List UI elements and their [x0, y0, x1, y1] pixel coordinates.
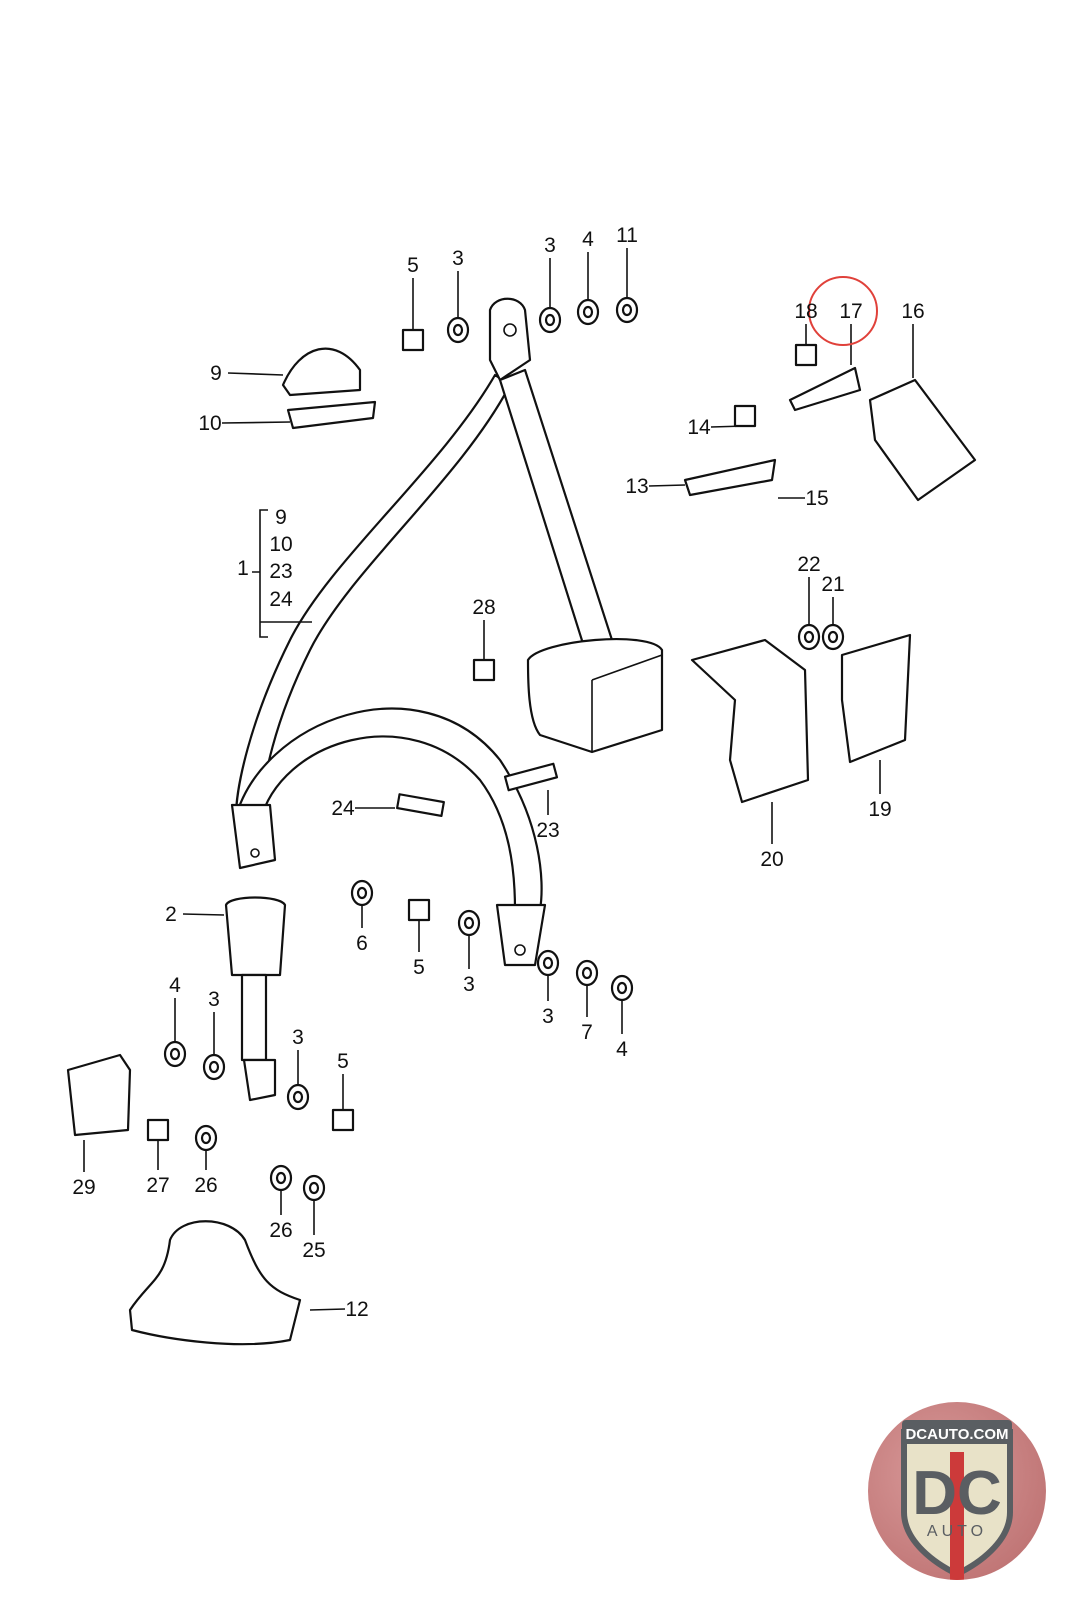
callout-label-14: 14 — [687, 416, 711, 439]
callout-label-9: 9 — [275, 506, 287, 529]
callout-label-5: 5 — [413, 956, 425, 979]
callout-label-3: 3 — [292, 1026, 304, 1049]
washer-part-3 — [544, 313, 556, 327]
bolt-part-5 — [331, 1108, 355, 1132]
washer-part-25 — [308, 1181, 320, 1195]
highlight-circle-part-17 — [808, 276, 878, 346]
leader-line — [648, 484, 686, 487]
washer-part-4 — [169, 1047, 181, 1061]
callout-label-3: 3 — [544, 234, 556, 257]
washer-part-22 — [803, 630, 815, 644]
washer-part-6 — [356, 886, 368, 900]
callout-label-29: 29 — [72, 1176, 95, 1199]
callout-label-11: 11 — [616, 224, 638, 247]
washer-part-3 — [208, 1060, 220, 1074]
callout-label-26: 26 — [194, 1174, 217, 1197]
washer-part-3 — [292, 1090, 304, 1104]
washer-part-3 — [452, 323, 464, 337]
callout-label-16: 16 — [901, 300, 924, 323]
callout-label-13: 13 — [625, 475, 648, 498]
washer-part-4 — [616, 981, 628, 995]
callout-label-3: 3 — [542, 1005, 554, 1028]
callout-label-27: 27 — [146, 1174, 169, 1197]
callout-label-12: 12 — [345, 1298, 368, 1321]
callout-label-23: 23 — [269, 560, 292, 583]
logo-sub-text: AUTO — [927, 1523, 987, 1540]
callout-label-21: 21 — [821, 573, 844, 596]
callout-label-3: 3 — [452, 247, 464, 270]
washer-part-7 — [581, 966, 593, 980]
callout-label-23: 23 — [536, 819, 559, 842]
belt-assembly — [66, 248, 977, 1346]
logo-letters: DC — [912, 1459, 1002, 1528]
callout-label-4: 4 — [616, 1038, 628, 1061]
callout-label-3: 3 — [208, 988, 220, 1011]
bolt-part-5 — [401, 328, 425, 352]
callout-label-24: 24 — [331, 797, 355, 820]
leader-line — [182, 913, 225, 916]
callout-label-18: 18 — [794, 300, 817, 323]
bolt-part-28 — [472, 658, 496, 682]
callout-label-5: 5 — [407, 254, 419, 277]
callout-label-28: 28 — [472, 596, 495, 619]
callout-label-20: 20 — [760, 848, 783, 871]
washer-part-4 — [582, 305, 594, 319]
callout-label-3: 3 — [463, 973, 475, 996]
bolt-part-14 — [733, 404, 757, 428]
callout-label-10: 10 — [198, 412, 221, 435]
callout-label-2: 2 — [165, 903, 177, 926]
leader-line — [710, 425, 746, 428]
callout-label-1: 1 — [237, 557, 249, 580]
callout-label-6: 6 — [356, 932, 368, 955]
callout-label-4: 4 — [169, 974, 181, 997]
callout-label-26: 26 — [269, 1219, 292, 1242]
leader-line — [309, 1308, 346, 1311]
dcauto-watermark-logo: DCAUTO.COM DC AUTO — [868, 1402, 1046, 1580]
washer-part-26 — [200, 1131, 212, 1145]
callout-label-9: 9 — [210, 362, 222, 385]
callout-label-19: 19 — [868, 798, 891, 821]
callout-label-15: 15 — [805, 487, 828, 510]
washer-part-3 — [542, 956, 554, 970]
logo-site-text: DCAUTO.COM — [905, 1426, 1008, 1443]
washer-part-21 — [827, 630, 839, 644]
callout-label-10: 10 — [269, 533, 292, 556]
callout-label-7: 7 — [581, 1021, 593, 1044]
bolt-part-18 — [794, 343, 818, 367]
callout-label-4: 4 — [582, 228, 594, 251]
callout-label-17: 17 — [839, 300, 862, 323]
washer-part-26 — [275, 1171, 287, 1185]
bolt-part-27 — [146, 1118, 170, 1142]
callout-label-24: 24 — [269, 588, 293, 611]
leader-line — [227, 372, 284, 376]
washer-part-11 — [621, 303, 633, 317]
bolt-part-5 — [407, 898, 431, 922]
callout-label-5: 5 — [337, 1050, 349, 1073]
leader-line — [221, 421, 291, 424]
washer-part-3 — [463, 916, 475, 930]
callout-label-25: 25 — [302, 1239, 325, 1262]
callout-label-22: 22 — [797, 553, 820, 576]
